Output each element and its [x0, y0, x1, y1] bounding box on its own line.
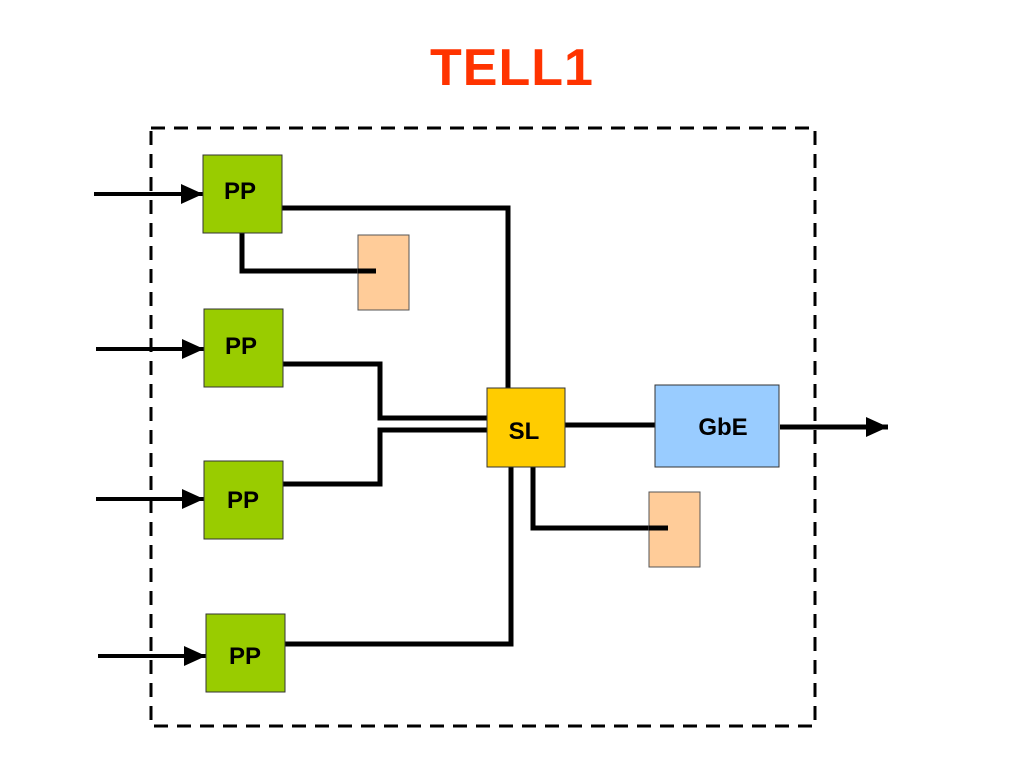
diagram-title: TELL1	[430, 39, 594, 97]
pp-label-4: PP	[229, 643, 261, 670]
pp1-to-memory-link	[239, 233, 376, 274]
pp-block-1: PP	[202, 154, 283, 234]
sl-block: SL	[486, 387, 566, 468]
sl-to-memory-link	[530, 467, 668, 531]
pp-label-2: PP	[225, 333, 257, 360]
pp-block-2: PP	[203, 308, 284, 388]
pp-label-3: PP	[227, 487, 259, 514]
pp2-to-sl-link	[283, 361, 487, 421]
gbe-label: GbE	[698, 414, 747, 441]
pp4-to-sl-link	[285, 467, 514, 647]
pp-block-4: PP	[205, 613, 286, 693]
sl-label: SL	[509, 418, 540, 445]
gbe-block: GbE	[654, 384, 780, 468]
pp1-to-sl-link	[282, 205, 511, 388]
pp-label-1: PP	[224, 178, 256, 205]
board-boundary	[149, 126, 817, 728]
pp-block-3: PP	[203, 460, 284, 540]
pp3-to-sl-link	[283, 427, 487, 487]
